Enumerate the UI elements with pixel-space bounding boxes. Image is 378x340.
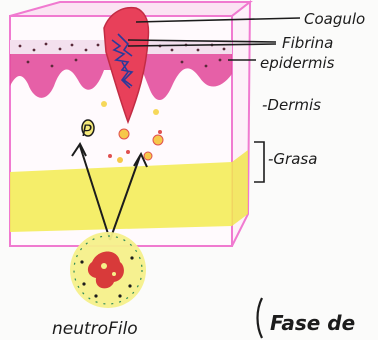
neutrophil-cell [70,232,146,308]
bacterium-letter: P [82,121,92,140]
label-grasa: -Grasa [268,150,317,168]
label-epidermis: epidermis [260,54,335,72]
label-coagulo: Coagulo [304,10,365,28]
label-neutrofilo: neutroFilo [52,319,138,339]
label-dermis: -Dermis [262,96,321,114]
fat-layer [10,162,232,232]
label-fibrina: Fibrina [282,34,333,52]
fat-layer-side [232,150,248,226]
caption-bracket [258,298,263,338]
caption-fase: Fase de [270,311,355,335]
